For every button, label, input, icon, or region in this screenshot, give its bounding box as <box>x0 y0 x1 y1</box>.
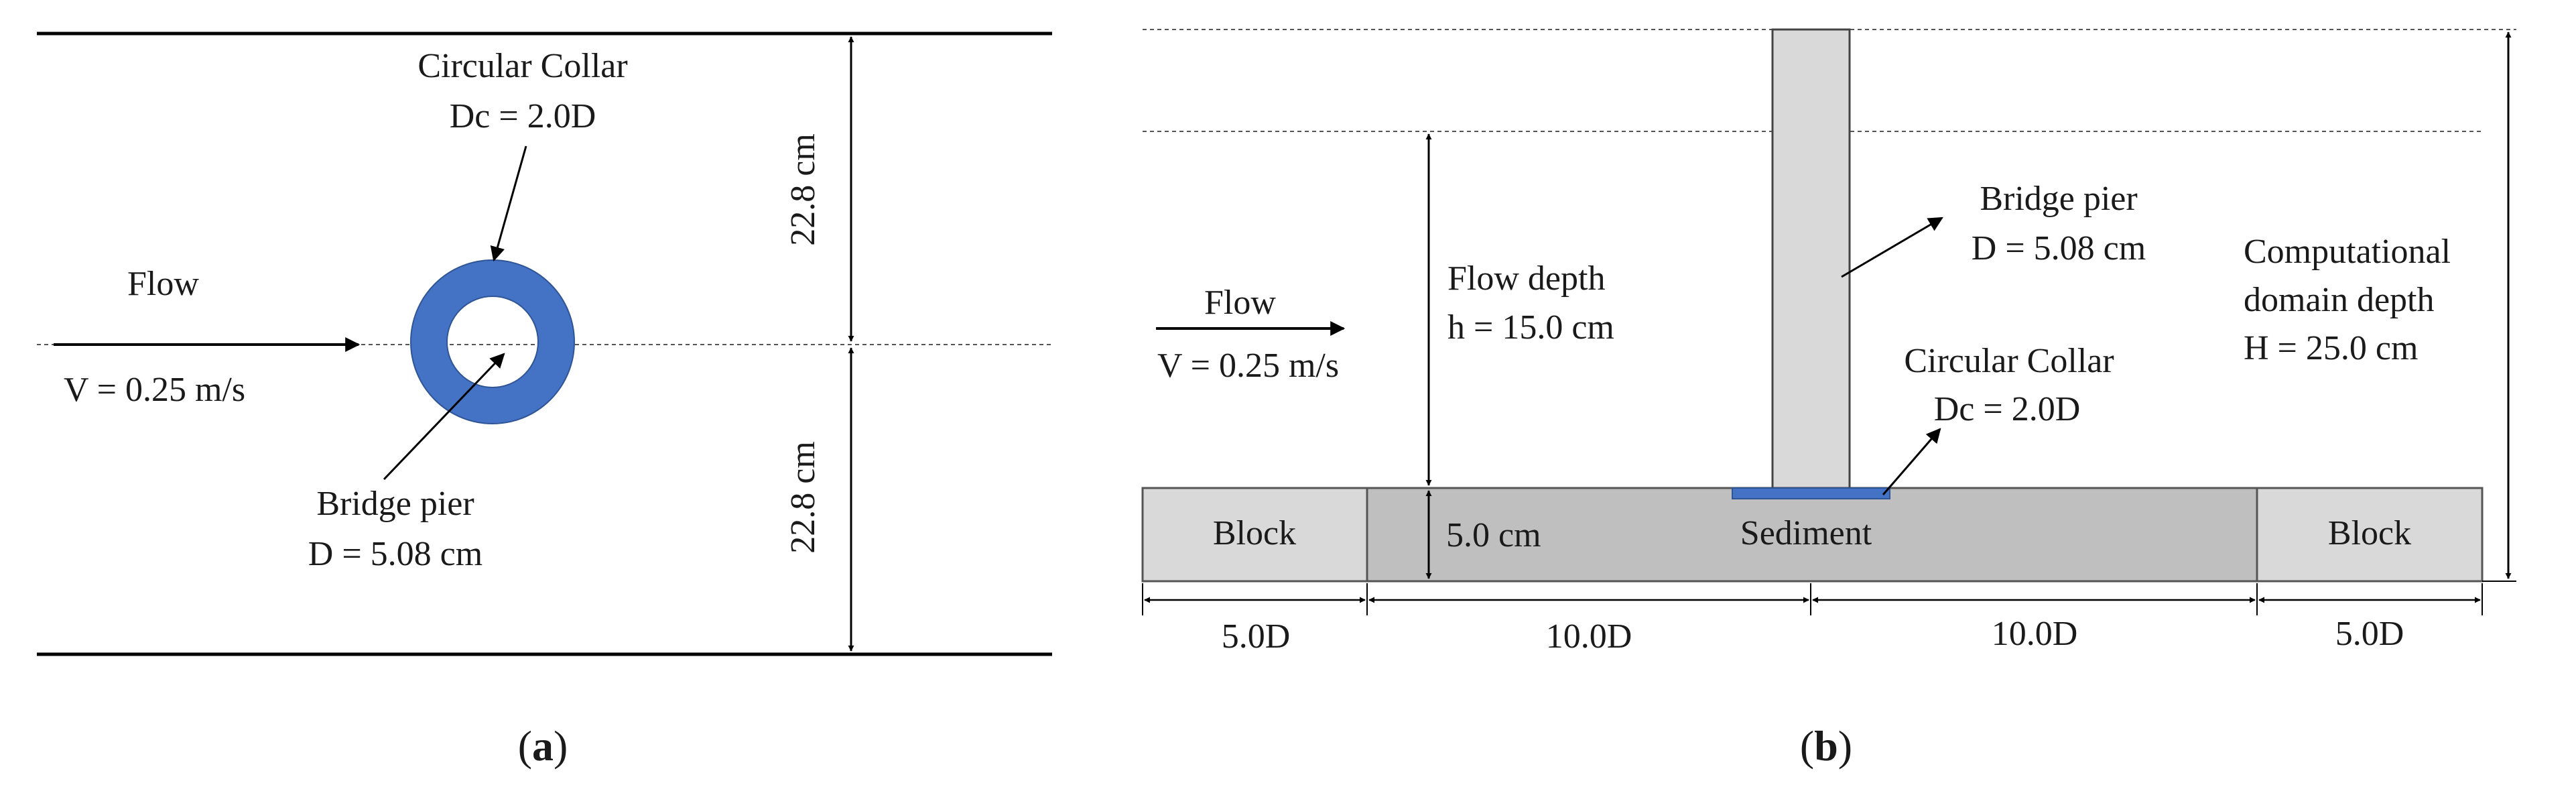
collar-label: Circular Collar <box>417 47 627 85</box>
velocity-label: V = 0.25 m/s <box>1157 347 1339 385</box>
pier-size-label: D = 5.08 cm <box>308 535 482 573</box>
bridge-pier <box>1771 28 1851 489</box>
flow-label: Flow <box>127 265 199 303</box>
half-width-top-label: 22.8 cm <box>784 133 822 246</box>
caption-b-close: ) <box>1838 722 1852 770</box>
dim-label-4: 5.0D <box>2335 615 2404 653</box>
caption-b-open: ( <box>1800 722 1814 770</box>
flow-depth-value: h = 15.0 cm <box>1447 308 1614 347</box>
panel-b: Flow V = 0.25 m/s Flow depth h = 15.0 cm… <box>1141 28 2516 770</box>
caption-b-letter: b <box>1814 722 1838 770</box>
sediment-label: Sediment <box>1740 514 1872 552</box>
half-width-bottom-label: 22.8 cm <box>784 441 822 554</box>
flow-label: Flow <box>1204 284 1276 322</box>
domain-label-line2: domain depth <box>2244 281 2435 319</box>
block-left-label: Block <box>1213 514 1296 552</box>
pier-label: Bridge pier <box>1980 180 2137 218</box>
collar-size-label: Dc = 2.0D <box>450 97 596 135</box>
panel-a: Flow V = 0.25 m/s Circular Collar Dc = 2… <box>37 32 1052 770</box>
caption-a-letter: a <box>532 722 554 770</box>
pier-leader-arrow <box>383 353 505 481</box>
caption-b: (b) <box>1800 722 1852 770</box>
caption-a-close: ) <box>554 722 568 770</box>
dim-label-2: 10.0D <box>1546 617 1632 656</box>
collar-size-label: Dc = 2.0D <box>1934 390 2081 428</box>
pier-size-label: D = 5.08 cm <box>1972 229 2146 267</box>
sediment-bed <box>1366 487 2258 583</box>
velocity-label: V = 0.25 m/s <box>64 371 245 409</box>
caption-a-open: ( <box>518 722 532 770</box>
collar-ring <box>411 260 574 424</box>
collar-leader-arrow <box>490 145 527 262</box>
flow-depth-label: Flow depth <box>1447 259 1605 298</box>
pier-leader-arrow <box>1841 217 1943 278</box>
pier-outline <box>446 296 539 388</box>
caption-a: (a) <box>518 722 568 770</box>
collar-label: Circular Collar <box>1904 342 2114 380</box>
circular-collar <box>1732 487 1890 499</box>
domain-depth-value: H = 25.0 cm <box>2244 329 2418 367</box>
sediment-depth-label: 5.0 cm <box>1446 516 1541 554</box>
block-right <box>2256 487 2484 583</box>
dim-label-1: 5.0D <box>1222 617 1291 656</box>
domain-label-line1: Computational <box>2244 233 2451 271</box>
dim-label-3: 10.0D <box>1992 615 2078 653</box>
block-right-label: Block <box>2328 514 2411 552</box>
pier-label: Bridge pier <box>316 485 474 523</box>
collar-leader-arrow <box>1882 428 1941 495</box>
